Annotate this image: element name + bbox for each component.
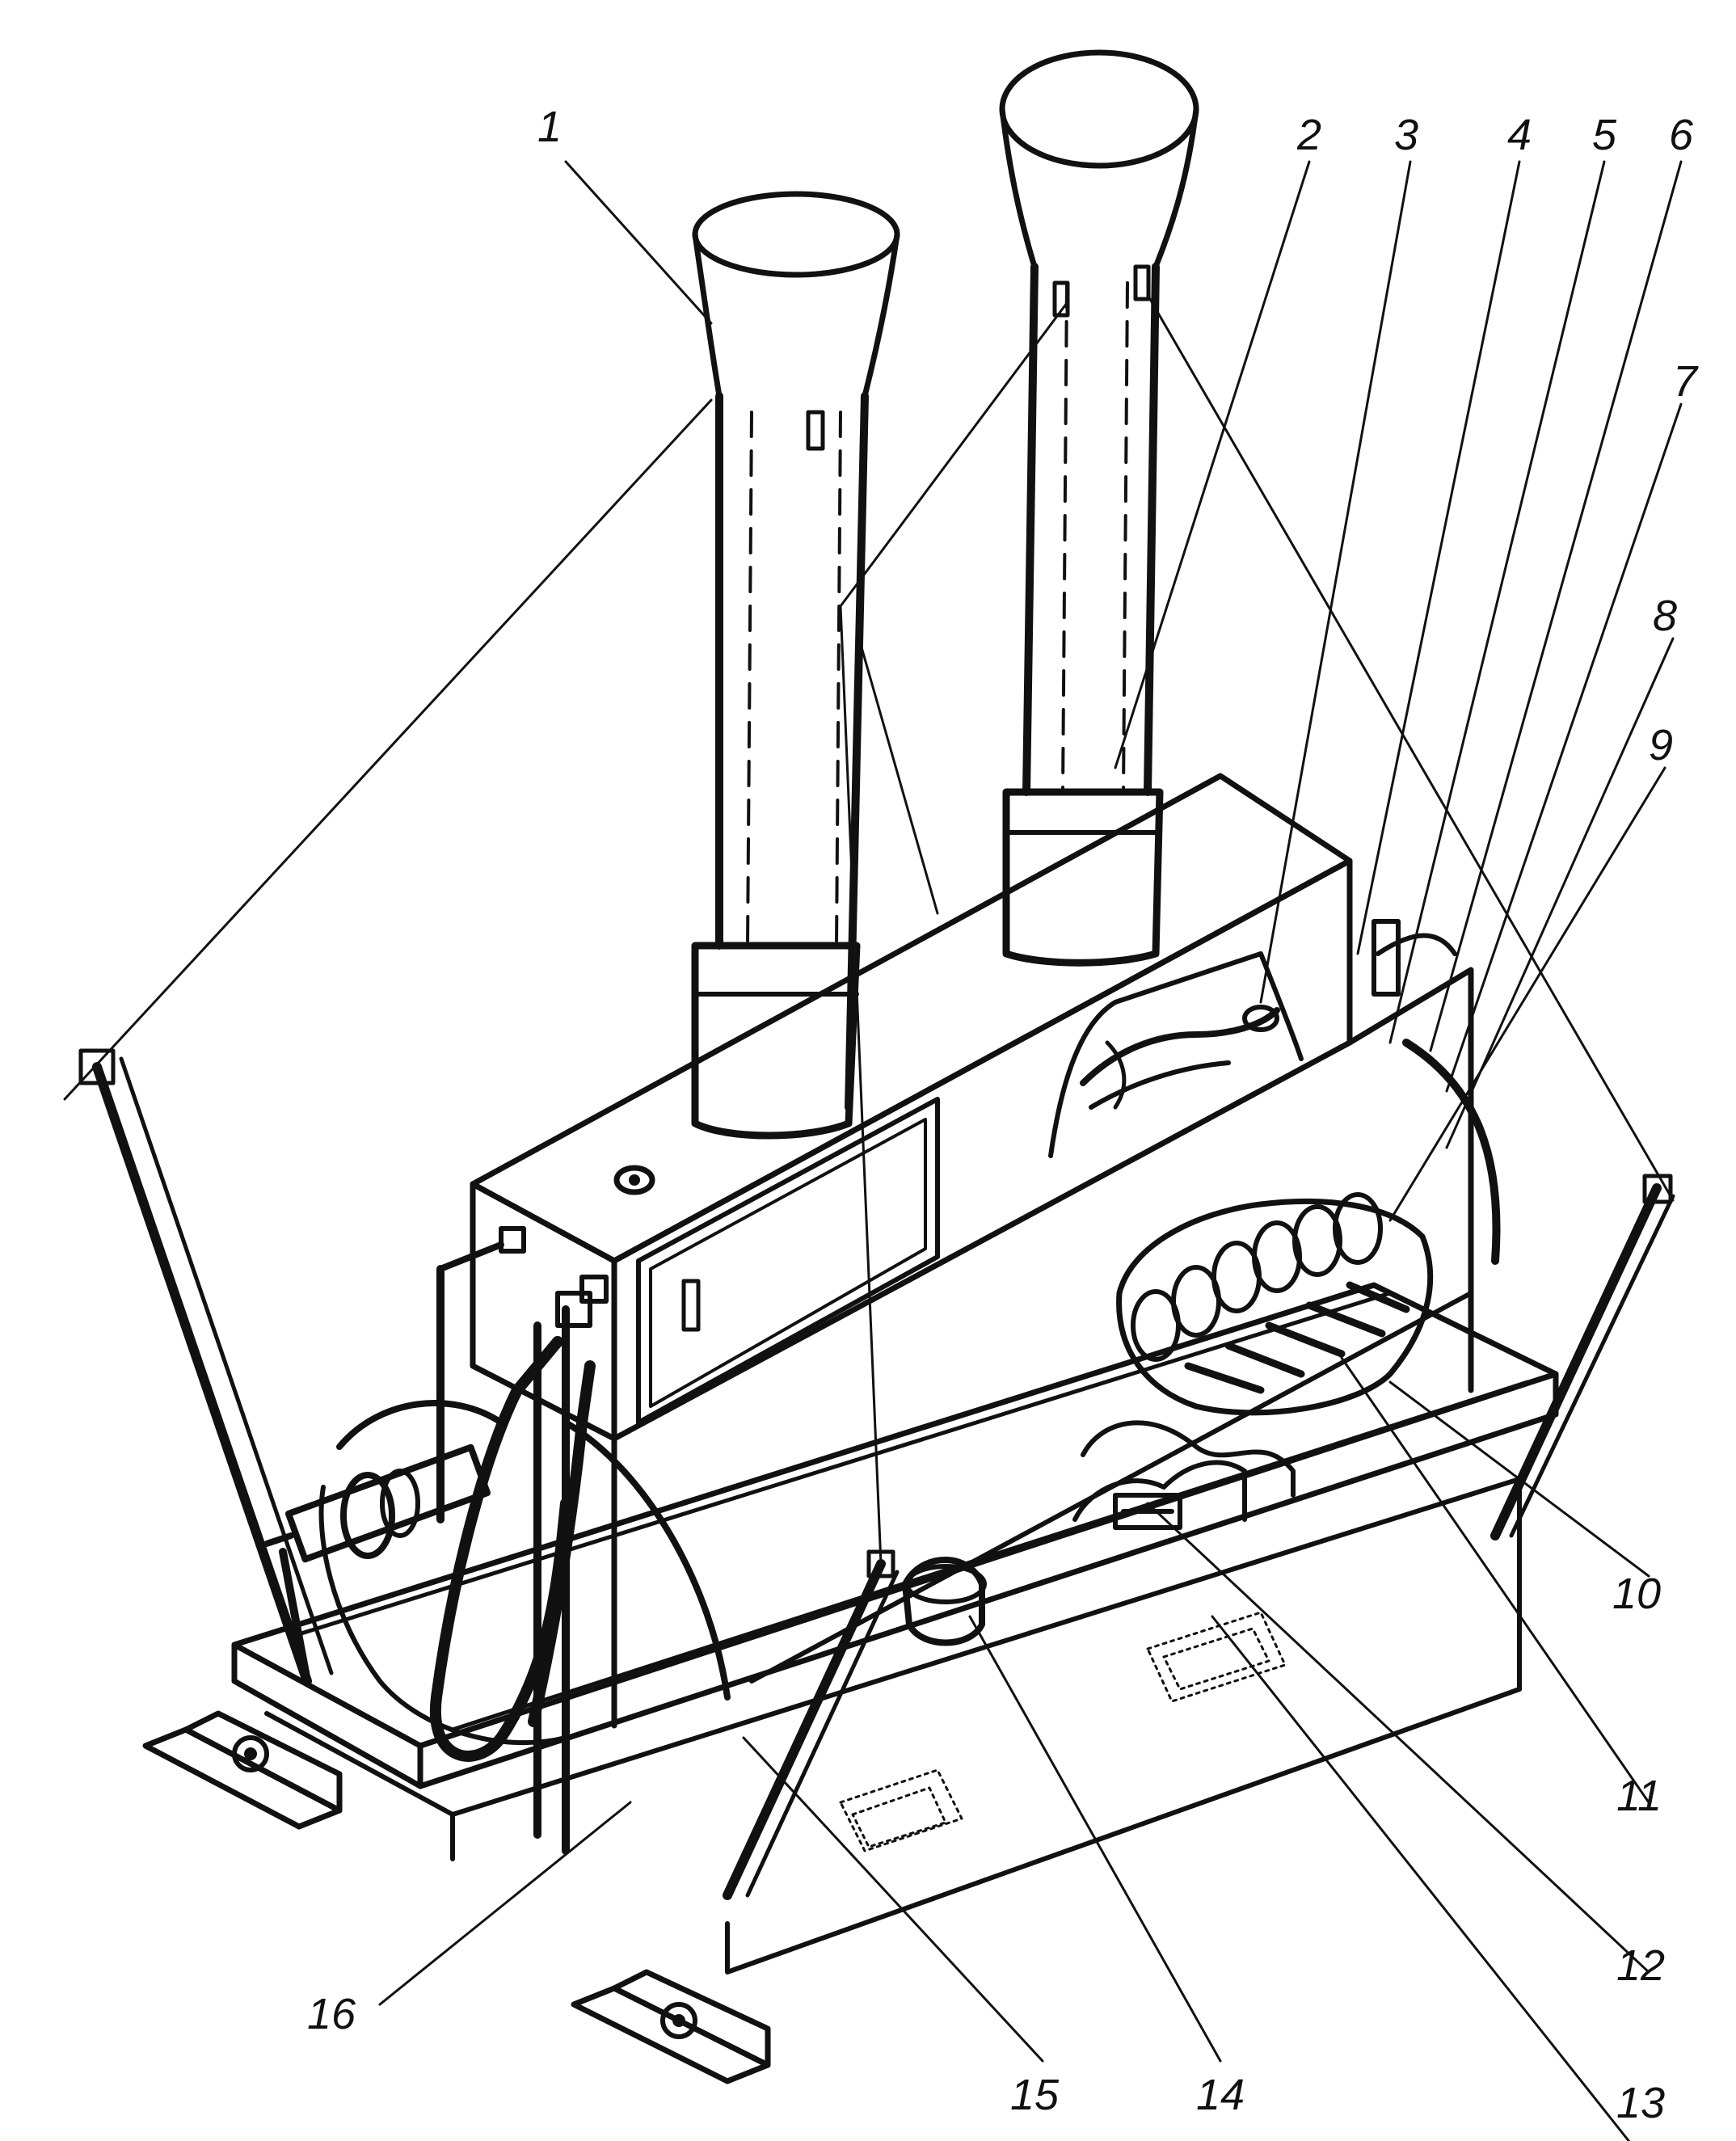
crankshaft-cutaway	[1116, 1192, 1434, 1416]
base-grille-rear	[1146, 1611, 1287, 1703]
base-grille-front	[839, 1768, 963, 1852]
anchor-rod-left	[78, 1048, 334, 1686]
callout-7: 7	[1673, 357, 1699, 406]
fittings-left	[499, 1226, 609, 1328]
anchor-rod-right	[1490, 1174, 1675, 1540]
callout-4: 4	[1507, 111, 1532, 159]
skid-base	[231, 1282, 1559, 1975]
mounting-foot-left	[142, 1710, 343, 1830]
right-cooling-pipe	[1372, 919, 1501, 1265]
callout-6: 6	[1669, 111, 1694, 159]
lower-cutaway	[1072, 1460, 1247, 1530]
callout-1: 1	[537, 103, 562, 151]
engine-body	[470, 773, 1474, 1729]
crankshaft-webs	[1131, 1192, 1383, 1362]
hood-access-panel	[636, 1097, 940, 1425]
callout-10: 10	[1612, 1570, 1661, 1618]
callout-9: 9	[1649, 721, 1673, 769]
callout-16: 16	[307, 1990, 356, 2038]
callout-15: 15	[1010, 2071, 1060, 2119]
callout-labels: 1 2 3 4 5 6 7 8 9 10 11 12 13 14 15 16	[307, 103, 1699, 2127]
coolant-loop-pipe	[429, 1241, 596, 1855]
callout-5: 5	[1592, 111, 1617, 159]
connecting-rods	[1184, 1281, 1410, 1394]
callout-13: 13	[1616, 2079, 1665, 2127]
callout-leaders	[378, 160, 1683, 2141]
callout-2: 2	[1296, 111, 1321, 159]
callout-12: 12	[1616, 1941, 1665, 1990]
guy-wires	[63, 293, 1675, 1566]
exhaust-pipe-flange	[263, 1443, 491, 1563]
callout-8: 8	[1653, 592, 1677, 640]
fuel-tank-cap	[902, 1557, 987, 1646]
exhaust-stack-right	[999, 49, 1199, 967]
filler-cap	[613, 1165, 655, 1195]
callout-14: 14	[1196, 2071, 1245, 2119]
callout-11: 11	[1616, 1772, 1662, 1820]
upper-cutaway	[1048, 951, 1304, 1158]
callout-3: 3	[1394, 111, 1418, 159]
mounting-foot-right	[571, 1969, 771, 2084]
anchor-rod-center	[723, 1549, 900, 1900]
exhaust-stack-left	[691, 191, 900, 1140]
